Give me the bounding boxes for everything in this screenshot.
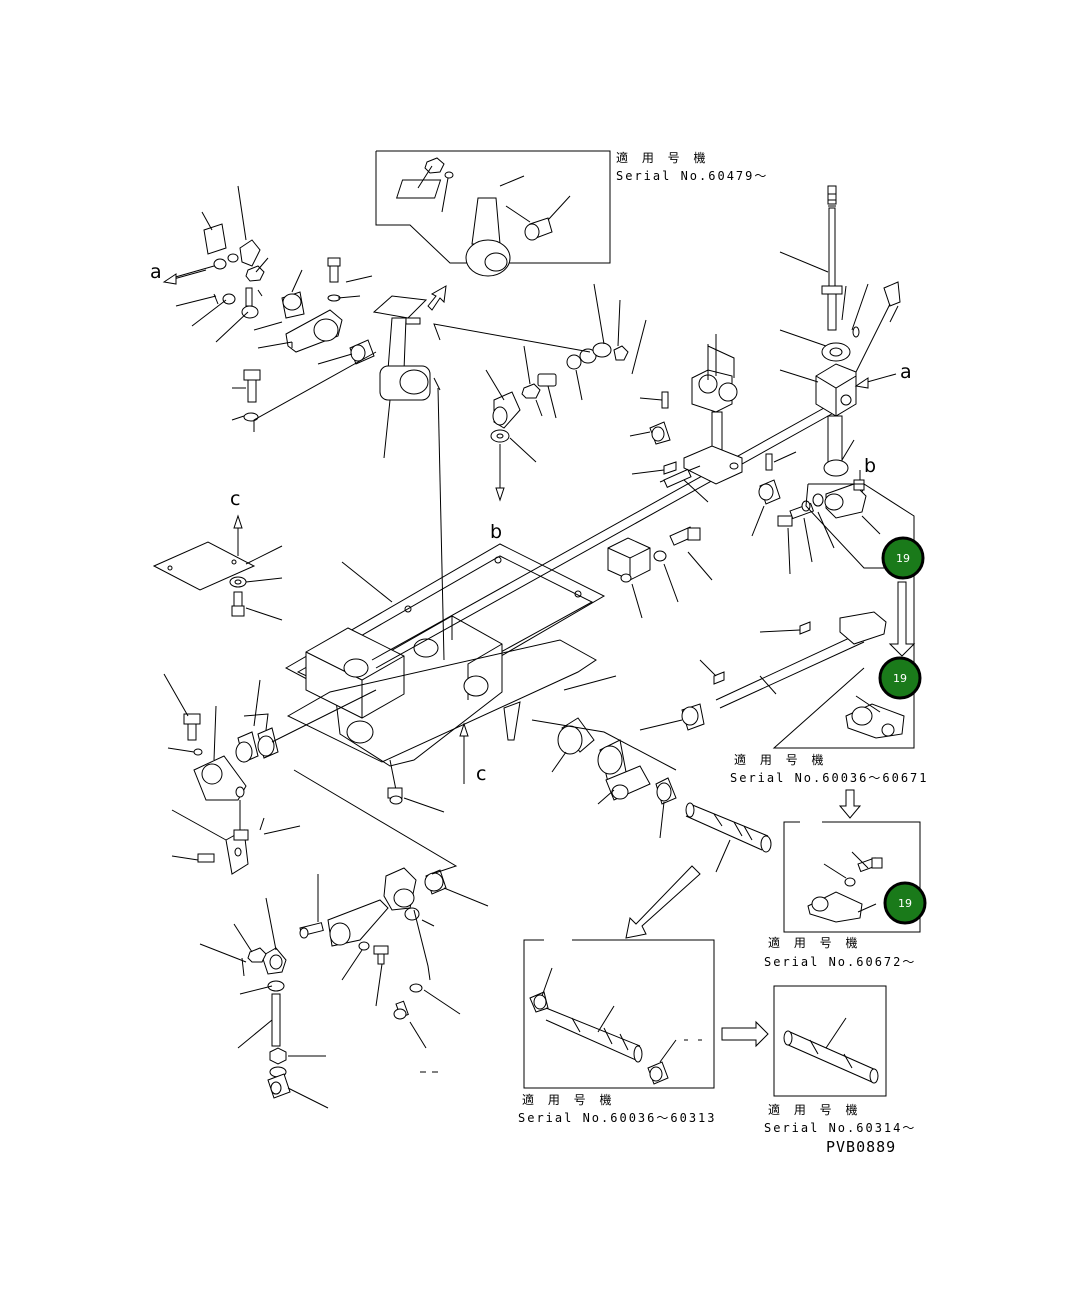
right-upper-cluster: a b: [779, 185, 912, 500]
inset-bottom-left: [523, 939, 715, 1089]
guide-block: [607, 526, 713, 619]
left-upper-cluster: [171, 185, 377, 432]
label-applicable-bottom-left: 適 用 号 機: [522, 1092, 616, 1107]
shift-rod: [639, 611, 887, 731]
right-lever-cluster: [777, 479, 915, 575]
label-applicable-bottom-right: 適 用 号 機: [768, 1102, 862, 1117]
serial-note-right-lower: Serial No.60672～: [764, 955, 916, 969]
center-fittings: [433, 283, 647, 502]
down-arrow-right: [838, 789, 862, 819]
fork-bracket: [629, 334, 797, 537]
inset-right-lower: [783, 821, 921, 933]
ref-b-center: b: [341, 521, 502, 603]
ref-c-upper: c: [230, 488, 243, 556]
ref-a-left: a: [150, 261, 207, 285]
callout-marker-3[interactable]: 19: [883, 881, 927, 925]
letter-b-center: b: [490, 521, 502, 543]
serial-note-bottom-right: Serial No.60314～: [764, 1121, 916, 1135]
left-lower-cluster: [163, 673, 377, 875]
letter-c-upper: c: [230, 488, 240, 510]
letter-b-right: b: [864, 455, 876, 477]
marker-flow-arrow: [888, 581, 916, 657]
drain-plug: [387, 787, 445, 813]
serial-note-bottom-left: Serial No.60036～60313: [518, 1111, 717, 1125]
lower-middle-cluster: [531, 675, 772, 873]
callout-marker-1[interactable]: 19: [881, 536, 925, 580]
serial-note-right-mid: Serial No.60036～60671: [730, 771, 929, 785]
letter-a-left: a: [150, 261, 162, 283]
inset-bottom-right: [773, 985, 887, 1097]
label-applicable-right-lower: 適 用 号 機: [768, 935, 862, 950]
long-linkage-rod: [371, 377, 847, 669]
letter-c-center: c: [476, 763, 486, 785]
bottom-left-cluster: [199, 769, 489, 1109]
letter-a-right: a: [900, 361, 912, 383]
ref-c-center: c: [459, 722, 486, 785]
serial-note-top: Serial No.60479～: [616, 169, 768, 183]
drawing-code: PVB0889: [826, 1138, 896, 1156]
inset-right-mid: [772, 538, 915, 749]
transmission-housing: [284, 543, 606, 791]
label-applicable-right-mid: 適 用 号 機: [734, 752, 828, 767]
label-applicable-top: 適 用 号 機: [616, 150, 710, 165]
cover-plate-left: [152, 541, 283, 621]
callout-marker-2[interactable]: 19: [878, 656, 922, 700]
inset-top: [375, 150, 611, 277]
right-pointer-arrow: [721, 1020, 769, 1048]
diagonal-pointer-arrow: [625, 865, 701, 939]
main-shift-lever: [372, 295, 431, 459]
inset-pointer-arrow: [427, 285, 447, 311]
